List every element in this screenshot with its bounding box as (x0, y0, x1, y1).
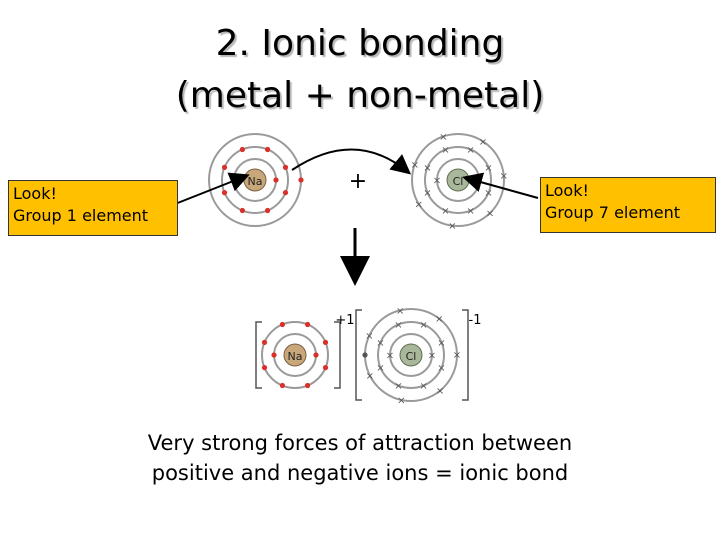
electron-cross: × (437, 363, 445, 374)
electron-cross: × (466, 145, 474, 156)
chloride-ion-shell-inner (389, 333, 433, 377)
electron-cross: × (428, 351, 436, 362)
electron-cross: × (394, 320, 402, 331)
caption-line-1: Very strong forces of attraction between (147, 431, 573, 455)
electron-dot (261, 339, 268, 345)
electron-dot (282, 190, 289, 196)
sodium-shell-middle (221, 146, 289, 214)
sodium-ion-bracket-left (255, 321, 262, 389)
group-7-callout-line-1: Look! (545, 181, 589, 200)
electron-cross: × (441, 145, 449, 156)
chlorine-shell-outer (411, 133, 505, 227)
electron-dot (313, 352, 319, 358)
electron-dot (221, 164, 228, 170)
sodium-ion: Na +1 (255, 313, 355, 389)
electron-cross: × (441, 206, 449, 217)
chlorine-atom: Cl ××××××××××××××××× (411, 132, 508, 232)
chloride-ion-shell-middle (377, 321, 445, 389)
sodium-ion-electrons (261, 321, 329, 389)
chlorine-symbol: Cl (453, 175, 464, 188)
chloride-ion-charge: -1 (469, 313, 482, 328)
electron-dot (362, 352, 368, 358)
electron-cross: × (394, 381, 402, 392)
electron-cross: × (448, 221, 456, 232)
electron-cross: × (365, 331, 373, 342)
electron-cross: × (376, 363, 384, 374)
electron-dot (265, 207, 271, 214)
electron-dot (261, 365, 268, 371)
electron-dot (265, 146, 271, 153)
electron-cross: × (419, 381, 427, 392)
sodium-ion-shell-outer (261, 321, 329, 389)
electron-transfer-arrow (291, 148, 412, 175)
group-7-callout-line-2: Group 7 element (545, 203, 681, 222)
electron-cross: × (436, 386, 444, 397)
electron-dot (322, 339, 329, 345)
right-callout-pointer (462, 172, 539, 199)
electron-cross: × (500, 171, 508, 182)
electron-cross: × (479, 137, 487, 148)
electron-cross: × (419, 320, 427, 331)
chloride-ion-bracket-right (462, 309, 469, 401)
sodium-symbol: Na (248, 175, 263, 188)
electron-cross: × (411, 160, 419, 171)
electron-dot (298, 177, 304, 183)
electron-dot (279, 382, 285, 389)
chloride-ion-electrons: ××××××××××××××××× (362, 306, 461, 407)
electron-cross: × (376, 338, 384, 349)
electron-cross: × (423, 188, 431, 199)
chloride-ion-nucleus (399, 343, 423, 367)
left-callout-pointer (169, 172, 250, 207)
electron-dot (271, 352, 277, 358)
group-1-callout: Look! Group 1 element (8, 180, 178, 236)
plus-sign: + (349, 169, 367, 194)
group-1-callout-line-1: Look! (13, 184, 57, 203)
sodium-ion-charge: +1 (335, 313, 354, 328)
electron-dot (322, 365, 329, 371)
electron-cross: × (484, 163, 492, 174)
electron-cross: × (453, 350, 461, 361)
chloride-ion: Cl ××××××××××××××××× -1 (355, 306, 482, 407)
electron-cross: × (435, 314, 443, 325)
electron-cross: × (437, 338, 445, 349)
electron-dot (239, 207, 245, 214)
electron-cross: × (397, 396, 405, 407)
electron-dot (282, 164, 289, 170)
electron-dot (279, 321, 285, 328)
sodium-ion-bracket-right (334, 321, 341, 389)
chloride-ion-bracket-left (355, 309, 362, 401)
chloride-ion-symbol: Cl (406, 350, 417, 363)
group-1-callout-line-2: Group 1 element (13, 206, 149, 225)
sodium-ion-symbol: Na (288, 350, 303, 363)
chlorine-shell-middle (424, 146, 492, 214)
electron-cross: × (386, 351, 394, 362)
chlorine-electrons: ××××××××××××××××× (411, 132, 508, 232)
sodium-ion-nucleus (283, 343, 307, 367)
electron-dot (221, 190, 228, 196)
title-line-2: (metal + non-metal) (175, 75, 545, 116)
electron-cross: × (415, 200, 423, 211)
electron-cross: × (484, 188, 492, 199)
title-line-1: 2. Ionic bonding (215, 23, 505, 64)
electron-cross: × (423, 163, 431, 174)
sodium-atom: Na (208, 133, 304, 227)
electron-cross: × (396, 306, 404, 317)
electron-cross: × (433, 176, 441, 187)
electron-dot (305, 382, 311, 389)
electron-cross: × (439, 132, 447, 143)
electron-cross: × (486, 208, 494, 219)
electron-dot (305, 321, 311, 328)
caption-line-2: positive and negative ions = ionic bond (151, 461, 569, 485)
electron-dot (239, 146, 245, 153)
electron-cross: × (366, 371, 374, 382)
electron-cross: × (466, 206, 474, 217)
electron-dot (273, 177, 279, 183)
group-7-callout: Look! Group 7 element (540, 177, 716, 233)
